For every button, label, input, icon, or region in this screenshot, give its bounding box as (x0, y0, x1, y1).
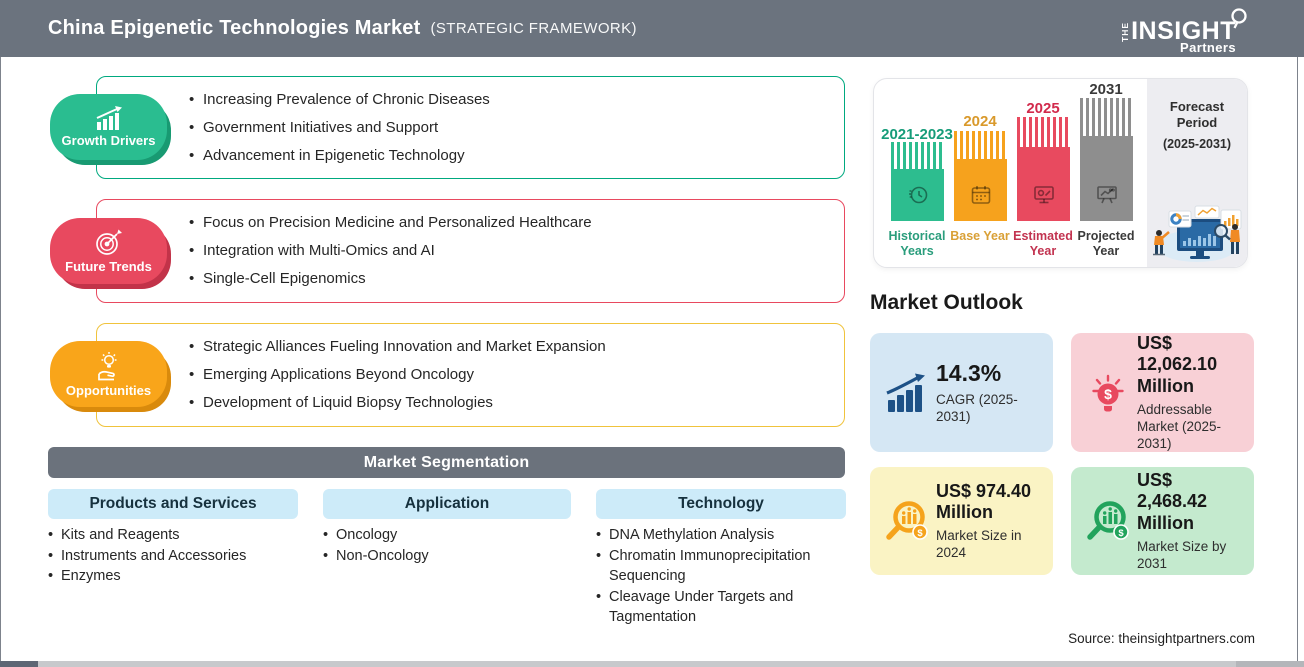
segment-list-application: Oncology Non-Oncology (323, 525, 571, 566)
list-item: Non-Oncology (323, 546, 571, 567)
pill-label: Opportunities (65, 382, 152, 398)
segment-header-products: Products and Services (48, 489, 298, 519)
page-subtitle: (STRATEGIC FRAMEWORK) (430, 20, 637, 37)
pill-label: Future Trends (65, 258, 152, 274)
bar-caption-historical: Historical Years (888, 229, 946, 258)
bar-stripes (1080, 98, 1133, 136)
year-label-estimated: 2025 (1026, 100, 1060, 117)
content-border-right (1297, 57, 1298, 661)
list-item: Instruments and Accessories (48, 546, 298, 567)
list-item: DNA Methylation Analysis (596, 525, 846, 546)
bar-stripes (954, 131, 1007, 159)
hand-bulb-icon (97, 351, 116, 380)
forecast-period-panel: Forecast Period (2025-2031) (1147, 79, 1247, 267)
forecast-title-line1: Forecast (1169, 99, 1225, 114)
addressable-market-label: Addressable Market (2025-2031) (1137, 401, 1222, 452)
timeline-bar-base (954, 131, 1007, 221)
forecast-title-line2: Period (1176, 115, 1218, 130)
opportunities-pill: Opportunities (50, 341, 167, 407)
list-item: Cleavage Under Targets and Tagmentation (596, 587, 846, 628)
growth-chart-icon (96, 106, 122, 130)
market-outlook-title: Market Outlook (870, 291, 1023, 314)
header-bar: China Epigenetic Technologies Market (ST… (0, 0, 1304, 57)
growth-drivers-pill: Growth Drivers (50, 94, 167, 160)
cagr-value: 14.3% (936, 359, 1002, 386)
future-trends-pill: Future Trends (50, 218, 167, 284)
history-clock-icon (908, 186, 927, 204)
pill-label: Growth Drivers (61, 133, 156, 148)
bar-stripes (1017, 117, 1070, 147)
content-border-left (0, 57, 1, 661)
market-size-2031-label: Market Size by 2031 (1137, 538, 1227, 571)
analysts-illustration (1153, 205, 1242, 262)
bar-caption-estimated: Estimated Year (1013, 229, 1073, 258)
market-size-2024-card: $ US$ 974.40 Million Market Size in 2024 (870, 467, 1053, 575)
logo-lens-icon (1231, 8, 1247, 29)
segment-header-technology: Technology (596, 489, 846, 519)
bullet-item: Government Initiatives and Support (189, 119, 844, 137)
segment-header-application: Application (323, 489, 571, 519)
timeline-bar-projected (1080, 98, 1133, 221)
market-size-2031-value: US$ 2,468.42 Million (1137, 469, 1208, 534)
svg-text:$: $ (1104, 386, 1112, 402)
opportunities-box: Strategic Alliances Fueling Innovation a… (96, 323, 845, 427)
timeline-bar-estimated (1017, 117, 1070, 221)
magnifier-chart-icon: $ (1087, 501, 1129, 540)
growth-bars-arrow-icon (886, 373, 925, 412)
market-segmentation-bar: Market Segmentation (48, 447, 845, 478)
bullet-item: Increasing Prevalence of Chronic Disease… (189, 91, 844, 109)
market-size-2031-card: $ US$ 2,468.42 Million Market Size by 20… (1071, 467, 1254, 575)
list-item: Chromatin Immunoprecipitation Sequencing (596, 546, 846, 587)
timeline-card: 2021-2023 2024 2025 2031 (873, 78, 1248, 268)
addressable-market-card: $ US$ 12,062.10 Million Addressable Mark… (1071, 333, 1254, 452)
cagr-card: 14.3% CAGR (2025-2031) (870, 333, 1053, 452)
cagr-label: CAGR (2025-2031) (936, 391, 1018, 424)
year-label-historical: 2021-2023 (881, 126, 953, 143)
bullet-item: Development of Liquid Biopsy Technologie… (189, 394, 844, 412)
bullet-item: Advancement in Epigenetic Technology (189, 147, 844, 165)
monitor-gear-icon (1033, 186, 1054, 204)
horizontal-scrollbar[interactable] (0, 661, 1304, 667)
market-size-2024-label: Market Size in 2024 (936, 527, 1022, 561)
logo-partners-text: Partners (1180, 40, 1236, 55)
addressable-market-value: US$ 12,062.10 Million (1137, 332, 1218, 396)
calendar-icon (971, 186, 990, 204)
growth-drivers-box: Increasing Prevalence of Chronic Disease… (96, 76, 845, 179)
future-trends-box: Focus on Precision Medicine and Personal… (96, 199, 845, 303)
scrollbar-thumb[interactable] (0, 661, 38, 667)
segment-list-technology: DNA Methylation Analysis Chromatin Immun… (596, 525, 846, 628)
magnifier-chart-icon: $ (886, 501, 928, 540)
svg-text:$: $ (917, 528, 923, 539)
bar-caption-base: Base Year (950, 229, 1010, 243)
year-label-base: 2024 (963, 113, 997, 130)
bar-stripes (891, 142, 944, 169)
bullet-item: Integration with Multi-Omics and AI (189, 242, 844, 260)
bullet-item: Focus on Precision Medicine and Personal… (189, 214, 844, 232)
bulb-dollar-icon: $ (1092, 374, 1124, 411)
logo-insight-text: INSIGHT (1131, 17, 1236, 45)
svg-text:$: $ (1118, 528, 1124, 539)
segment-list-products: Kits and Reagents Instruments and Access… (48, 525, 298, 587)
projection-screen-icon (1096, 186, 1117, 204)
year-label-projected: 2031 (1089, 81, 1123, 98)
list-item: Kits and Reagents (48, 525, 298, 546)
scrollbar-track-end (1236, 661, 1304, 667)
logo-wordmark: THE INSIGHT (1120, 8, 1248, 44)
insight-partners-logo: THE INSIGHT Partners (1120, 8, 1248, 55)
source-attribution: Source: theinsightpartners.com (1068, 631, 1255, 646)
target-dart-icon (95, 229, 122, 255)
list-item: Enzymes (48, 566, 298, 587)
logo-the-text: THE (1120, 22, 1131, 42)
page-title: China Epigenetic Technologies Market (48, 17, 421, 39)
bullet-item: Emerging Applications Beyond Oncology (189, 366, 844, 384)
forecast-range: (2025-2031) (1162, 137, 1232, 151)
list-item: Oncology (323, 525, 571, 546)
bar-caption-projected: Projected Year (1077, 229, 1135, 258)
market-size-2024-value: US$ 974.40 Million (936, 480, 1032, 523)
bullet-item: Strategic Alliances Fueling Innovation a… (189, 338, 844, 356)
timeline-bar-historical (891, 142, 944, 221)
bullet-item: Single-Cell Epigenomics (189, 270, 844, 288)
